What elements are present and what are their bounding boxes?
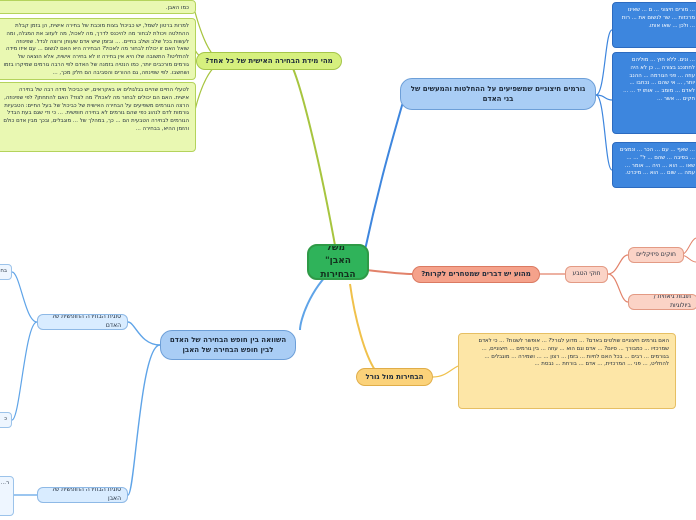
compare-sub-stone[interactable]: סוגית הבחירה החופשית של האבן — [37, 487, 128, 503]
compare-topic[interactable]: השוואה בין חופש הבחירה של האדם לבין חופש… — [160, 330, 296, 360]
green-topic-label: מהי מידת הבחירה האישית של כל אחד? — [205, 56, 333, 65]
connector-blue — [364, 94, 406, 251]
green-note-3[interactable]: לטעלי החיים שהיים בגלגולים או באקראים, י… — [0, 82, 196, 152]
red-topic-label: מהוע יש דברים שמטחרים לקרות? — [421, 270, 531, 279]
blue-topic[interactable]: גורמים חיצוניים שמשפיעים על ההחלטות והמע… — [400, 78, 596, 110]
orange-note[interactable]: האם גורמים חיצוניים שולטים באדם? ... מדו… — [458, 333, 676, 409]
compare-sub-human[interactable]: סוגית הבחירה החופשית של האדם — [37, 314, 128, 330]
connector-orange — [349, 283, 376, 371]
green-note-1[interactable]: כמו האבן. — [0, 0, 196, 14]
green-topic[interactable]: מהי מידת הבחירה האישית של כל אחד? — [196, 52, 342, 70]
red-topic[interactable]: מהוע יש דברים שמטחרים לקרות? — [412, 266, 540, 283]
compare-leaf-1[interactable]: בח — [0, 264, 12, 280]
blue-note-1[interactable]: ... מורים חיצוני ... ם ... שאינו מרכזות … — [612, 2, 696, 48]
blue-note-2[interactable]: ... ונים. ללא חוץ ... מוליהם לחתנכג בצור… — [612, 52, 696, 134]
central-topic-label: "משל האבן" הבחירות — [320, 244, 356, 280]
compare-topic-label: השוואה בין חופש הבחירה של האדם לבין חופש… — [169, 335, 287, 354]
connector-red — [365, 269, 413, 275]
compare-leaf-3[interactable]: ר... — [0, 476, 14, 516]
blue-note-3[interactable]: ... שאף ... עם ... הכר ... ונמצים ... בס… — [612, 142, 696, 188]
red-leaf-physics[interactable]: חוקים פיזיקליים — [628, 247, 684, 263]
connector-green — [289, 61, 339, 263]
compare-leaf-2[interactable]: כ — [0, 412, 12, 428]
red-subtopic[interactable]: חוקי הטבע — [565, 266, 608, 283]
central-topic[interactable]: "משל האבן" הבחירות — [307, 244, 369, 280]
red-leaf-bio[interactable]: תובות גיאוזית / ביולוגיות — [628, 294, 696, 310]
orange-topic[interactable]: הבחירות מול גורל — [356, 368, 433, 386]
green-note-2[interactable]: למרות ברטון לשמל, יש כביכול בצות מוכבת ש… — [0, 18, 196, 80]
orange-topic-label: הבחירות מול גורל — [365, 372, 424, 381]
blue-topic-label: גורמים חיצוניים שמשפיעים על ההחלטות והמע… — [410, 84, 586, 103]
